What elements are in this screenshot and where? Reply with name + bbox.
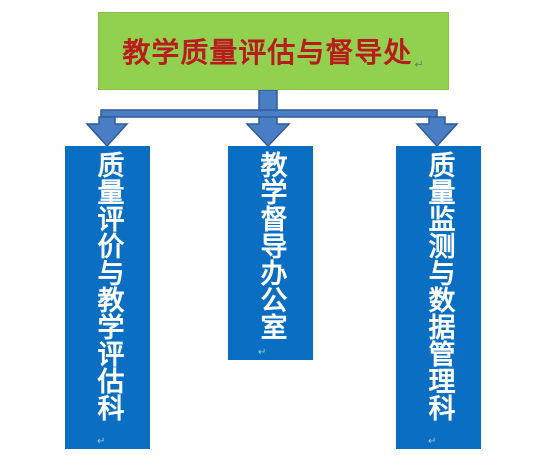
top-org-title-text: 教学质量评估与督导处 [122,36,413,69]
right-branch-arrow [415,116,459,148]
center-stem-arrow-shape [245,89,291,148]
paragraph-mark-icon: ↵ [258,347,267,358]
paragraph-mark-icon: ↵ [414,58,425,71]
paragraph-mark-icon: ↵ [97,436,106,447]
dept-box-quality-monitoring: 质量监测与数据管理科 ↵ [396,146,481,449]
dept-label-quality-evaluation: 质量评价与教学评估科 [92,151,124,421]
dept-label-teaching-supervision: 教学督导办公室 [255,151,287,340]
left-branch-arrow [85,116,129,148]
top-org-box: 教学质量评估与督导处↵ [98,12,449,90]
dept-box-teaching-supervision: 教学督导办公室 ↵ [228,146,313,360]
dept-label-quality-monitoring: 质量监测与数据管理科 [423,151,455,421]
top-org-title: 教学质量评估与督导处↵ [122,31,424,71]
dept-box-quality-evaluation: 质量评价与教学评估科 ↵ [65,146,150,449]
horizontal-connector-bar [100,109,438,118]
paragraph-mark-icon: ↵ [428,436,437,447]
